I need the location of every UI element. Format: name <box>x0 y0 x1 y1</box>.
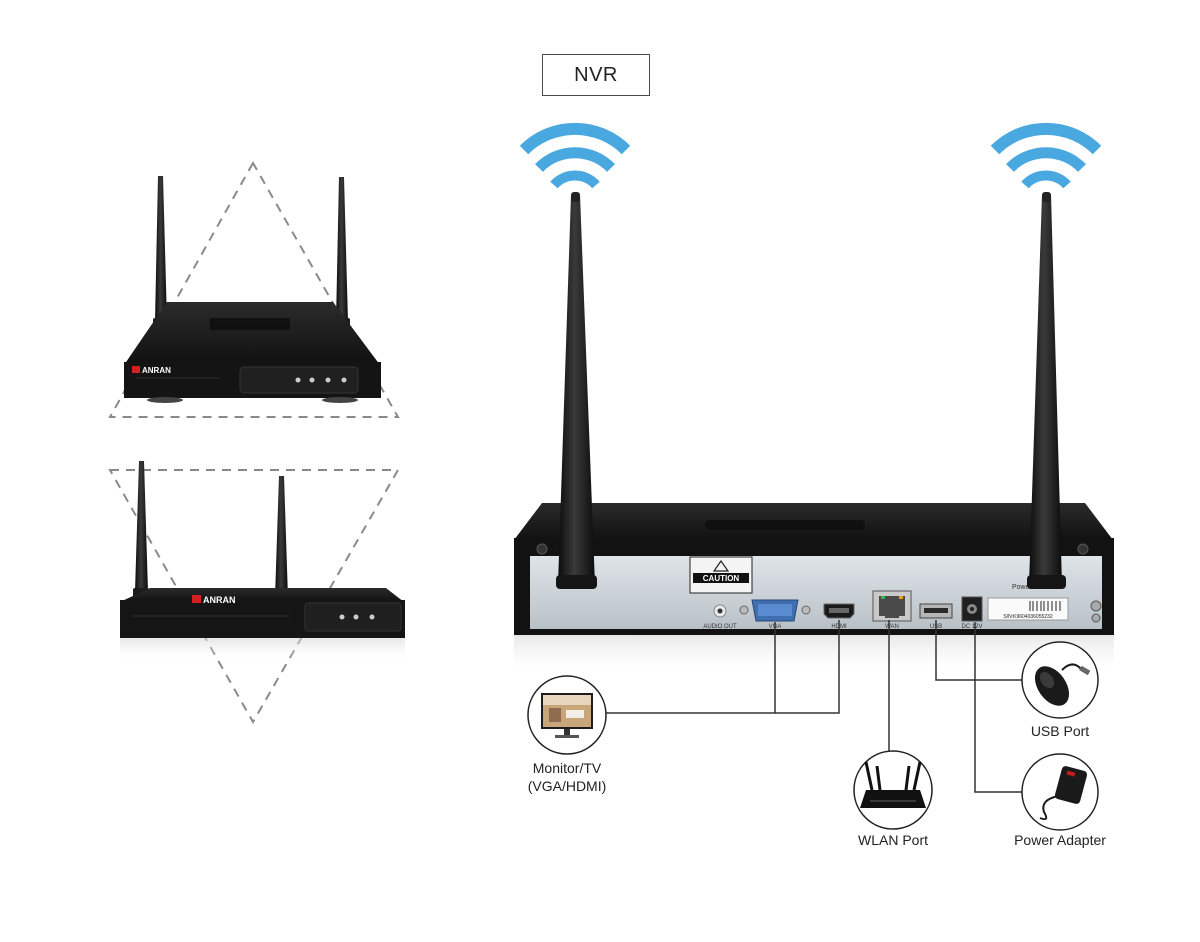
left-top-brand: ANRAN <box>142 366 171 375</box>
left-bottom-antenna-left <box>133 461 149 598</box>
usb-label: USB Port <box>1030 723 1090 739</box>
power-adapter-label: Power Adapter <box>1014 832 1106 848</box>
caution-label: CAUTION <box>703 574 740 583</box>
callout-wlan <box>853 750 933 830</box>
dashed-triangle-up <box>108 160 400 418</box>
monitor-label-line2: (VGA/HDMI) <box>527 778 607 794</box>
left-bottom-brand: ANRAN <box>203 595 236 605</box>
left-top-nvr-top <box>124 302 380 365</box>
monitor-icon <box>541 693 593 738</box>
left-top-antenna-right <box>334 177 350 328</box>
port-audio-out <box>713 604 727 618</box>
port-label-wan: WAN <box>885 624 899 630</box>
power-adapter-icon <box>1039 766 1088 821</box>
main-antenna-left <box>556 192 597 589</box>
port-label-audio: AUDIO OUT <box>703 624 737 630</box>
port-label-dc: DC 12V <box>961 624 982 630</box>
callout-label-power: Power Adapter <box>995 831 1125 849</box>
serial-label: S/N:K9604036055232 <box>1003 614 1052 620</box>
left-bottom-nvr-view: ANRAN <box>108 461 405 725</box>
port-dc-12v <box>961 596 983 622</box>
callout-label-usb: USB Port <box>1000 722 1120 740</box>
callout-power <box>1021 753 1099 831</box>
line-usb <box>935 620 1022 681</box>
callout-monitor <box>527 675 607 755</box>
port-hdmi <box>823 603 855 619</box>
left-top-nvr-view: ANRAN <box>108 160 400 418</box>
wifi-signal-icon <box>990 122 1102 189</box>
left-bottom-antenna-right <box>273 476 289 604</box>
nvr-title-box: NVR <box>542 54 650 96</box>
nvr-title: NVR <box>574 63 618 86</box>
port-vga <box>739 599 811 622</box>
line-hdmi <box>775 620 840 714</box>
power-label: Power <box>1012 584 1033 591</box>
line-dc <box>974 622 1022 793</box>
callout-label-monitor: Monitor/TV (VGA/HDMI) <box>497 759 637 795</box>
main-antenna-right <box>1027 192 1066 589</box>
port-usb <box>919 603 953 619</box>
main-nvr-rear: CAUTION <box>514 122 1114 675</box>
port-wan <box>872 590 912 622</box>
mouse-icon <box>1034 663 1091 706</box>
left-bottom-nvr-top <box>120 588 404 602</box>
monitor-label-line1: Monitor/TV <box>532 760 602 776</box>
router-icon <box>860 761 926 808</box>
callout-usb <box>1021 641 1099 719</box>
connection-lines <box>605 620 1022 793</box>
wlan-label: WLAN Port <box>857 832 928 848</box>
wifi-signal-icon <box>519 122 631 189</box>
callout-label-wlan: WLAN Port <box>833 831 953 849</box>
